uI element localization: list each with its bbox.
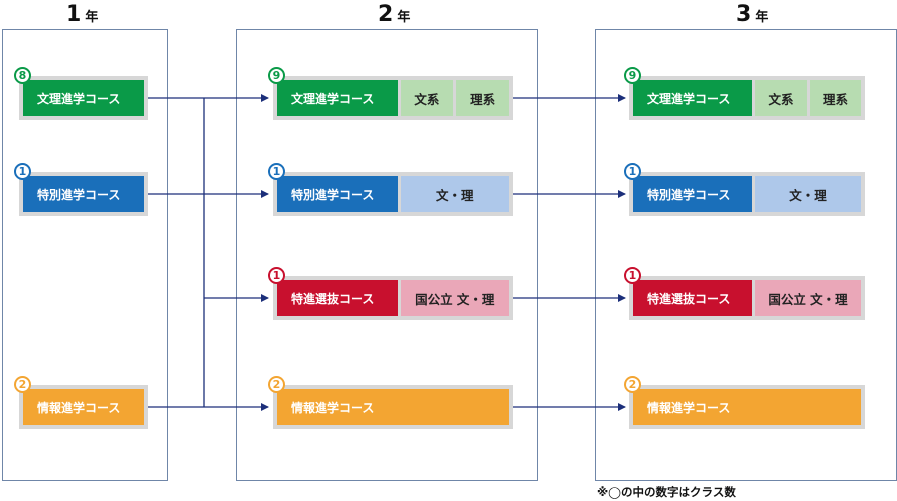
y3-joho-name: 情報進学コース [633, 389, 861, 425]
y3-bunri-name: 文理進学コース [633, 80, 752, 116]
y1-joho-course: 情報進学コース [19, 385, 148, 429]
year-1-unit: 年 [85, 10, 99, 25]
year-2-heading: 2 年 [378, 2, 411, 27]
year-2-number: 2 [378, 2, 394, 27]
y3-bunri-rikei: 理系 [810, 80, 861, 116]
y3-tokushin-class-count: 1 [624, 267, 641, 284]
y2-bunri-class-count: 9 [268, 67, 285, 84]
y1-tokubetsu-name: 特別進学コース [23, 176, 144, 212]
y2-tokushin-class-count: 1 [268, 267, 285, 284]
y2-bunri-course: 文理進学コース 文系 理系 [273, 76, 513, 120]
y3-tokubetsu-class-count: 1 [624, 163, 641, 180]
y2-tokushin-course: 特進選抜コース 国公立 文・理 [273, 276, 513, 320]
y2-tokubetsu-bunri: 文・理 [400, 176, 509, 212]
y2-tokushin-kokkouritsu: 国公立 文・理 [400, 280, 509, 316]
y1-tokubetsu-class-count: 1 [14, 163, 31, 180]
y3-joho-class-count: 2 [624, 376, 641, 393]
y2-tokubetsu-name: 特別進学コース [277, 176, 398, 212]
y2-joho-course: 情報進学コース [273, 385, 513, 429]
y2-tokushin-name: 特進選抜コース [277, 280, 398, 316]
y3-tokushin-kokkouritsu: 国公立 文・理 [755, 280, 861, 316]
y2-tokubetsu-course: 特別進学コース 文・理 [273, 172, 513, 216]
y3-tokubetsu-bunri: 文・理 [755, 176, 861, 212]
year-3-unit: 年 [755, 10, 769, 25]
y1-bunri-name: 文理進学コース [23, 80, 144, 116]
y2-joho-class-count: 2 [268, 376, 285, 393]
y3-tokushin-course: 特進選抜コース 国公立 文・理 [629, 276, 865, 320]
class-count-note: ※◯の中の数字はクラス数 [597, 485, 736, 499]
y3-tokushin-name: 特進選抜コース [633, 280, 752, 316]
y3-bunri-class-count: 9 [624, 67, 641, 84]
year-1-heading: 1 年 [66, 2, 99, 27]
y3-tokubetsu-course: 特別進学コース 文・理 [629, 172, 865, 216]
y3-bunri-bunkei: 文系 [755, 80, 807, 116]
y2-joho-name: 情報進学コース [277, 389, 509, 425]
y1-joho-class-count: 2 [14, 376, 31, 393]
y1-tokubetsu-course: 特別進学コース [19, 172, 148, 216]
y3-tokubetsu-name: 特別進学コース [633, 176, 752, 212]
y2-bunri-bunkei: 文系 [400, 80, 454, 116]
y3-bunri-course: 文理進学コース 文系 理系 [629, 76, 865, 120]
y2-tokubetsu-class-count: 1 [268, 163, 285, 180]
y1-bunri-class-count: 8 [14, 67, 31, 84]
year-1-number: 1 [66, 2, 82, 27]
year-3-heading: 3 年 [736, 2, 769, 27]
y2-bunri-name: 文理進学コース [277, 80, 398, 116]
y2-bunri-rikei: 理系 [456, 80, 509, 116]
year-2-unit: 年 [397, 10, 411, 25]
year-3-number: 3 [736, 2, 752, 27]
y3-joho-course: 情報進学コース [629, 385, 865, 429]
y1-bunri-course: 文理進学コース [19, 76, 148, 120]
y1-joho-name: 情報進学コース [23, 389, 144, 425]
